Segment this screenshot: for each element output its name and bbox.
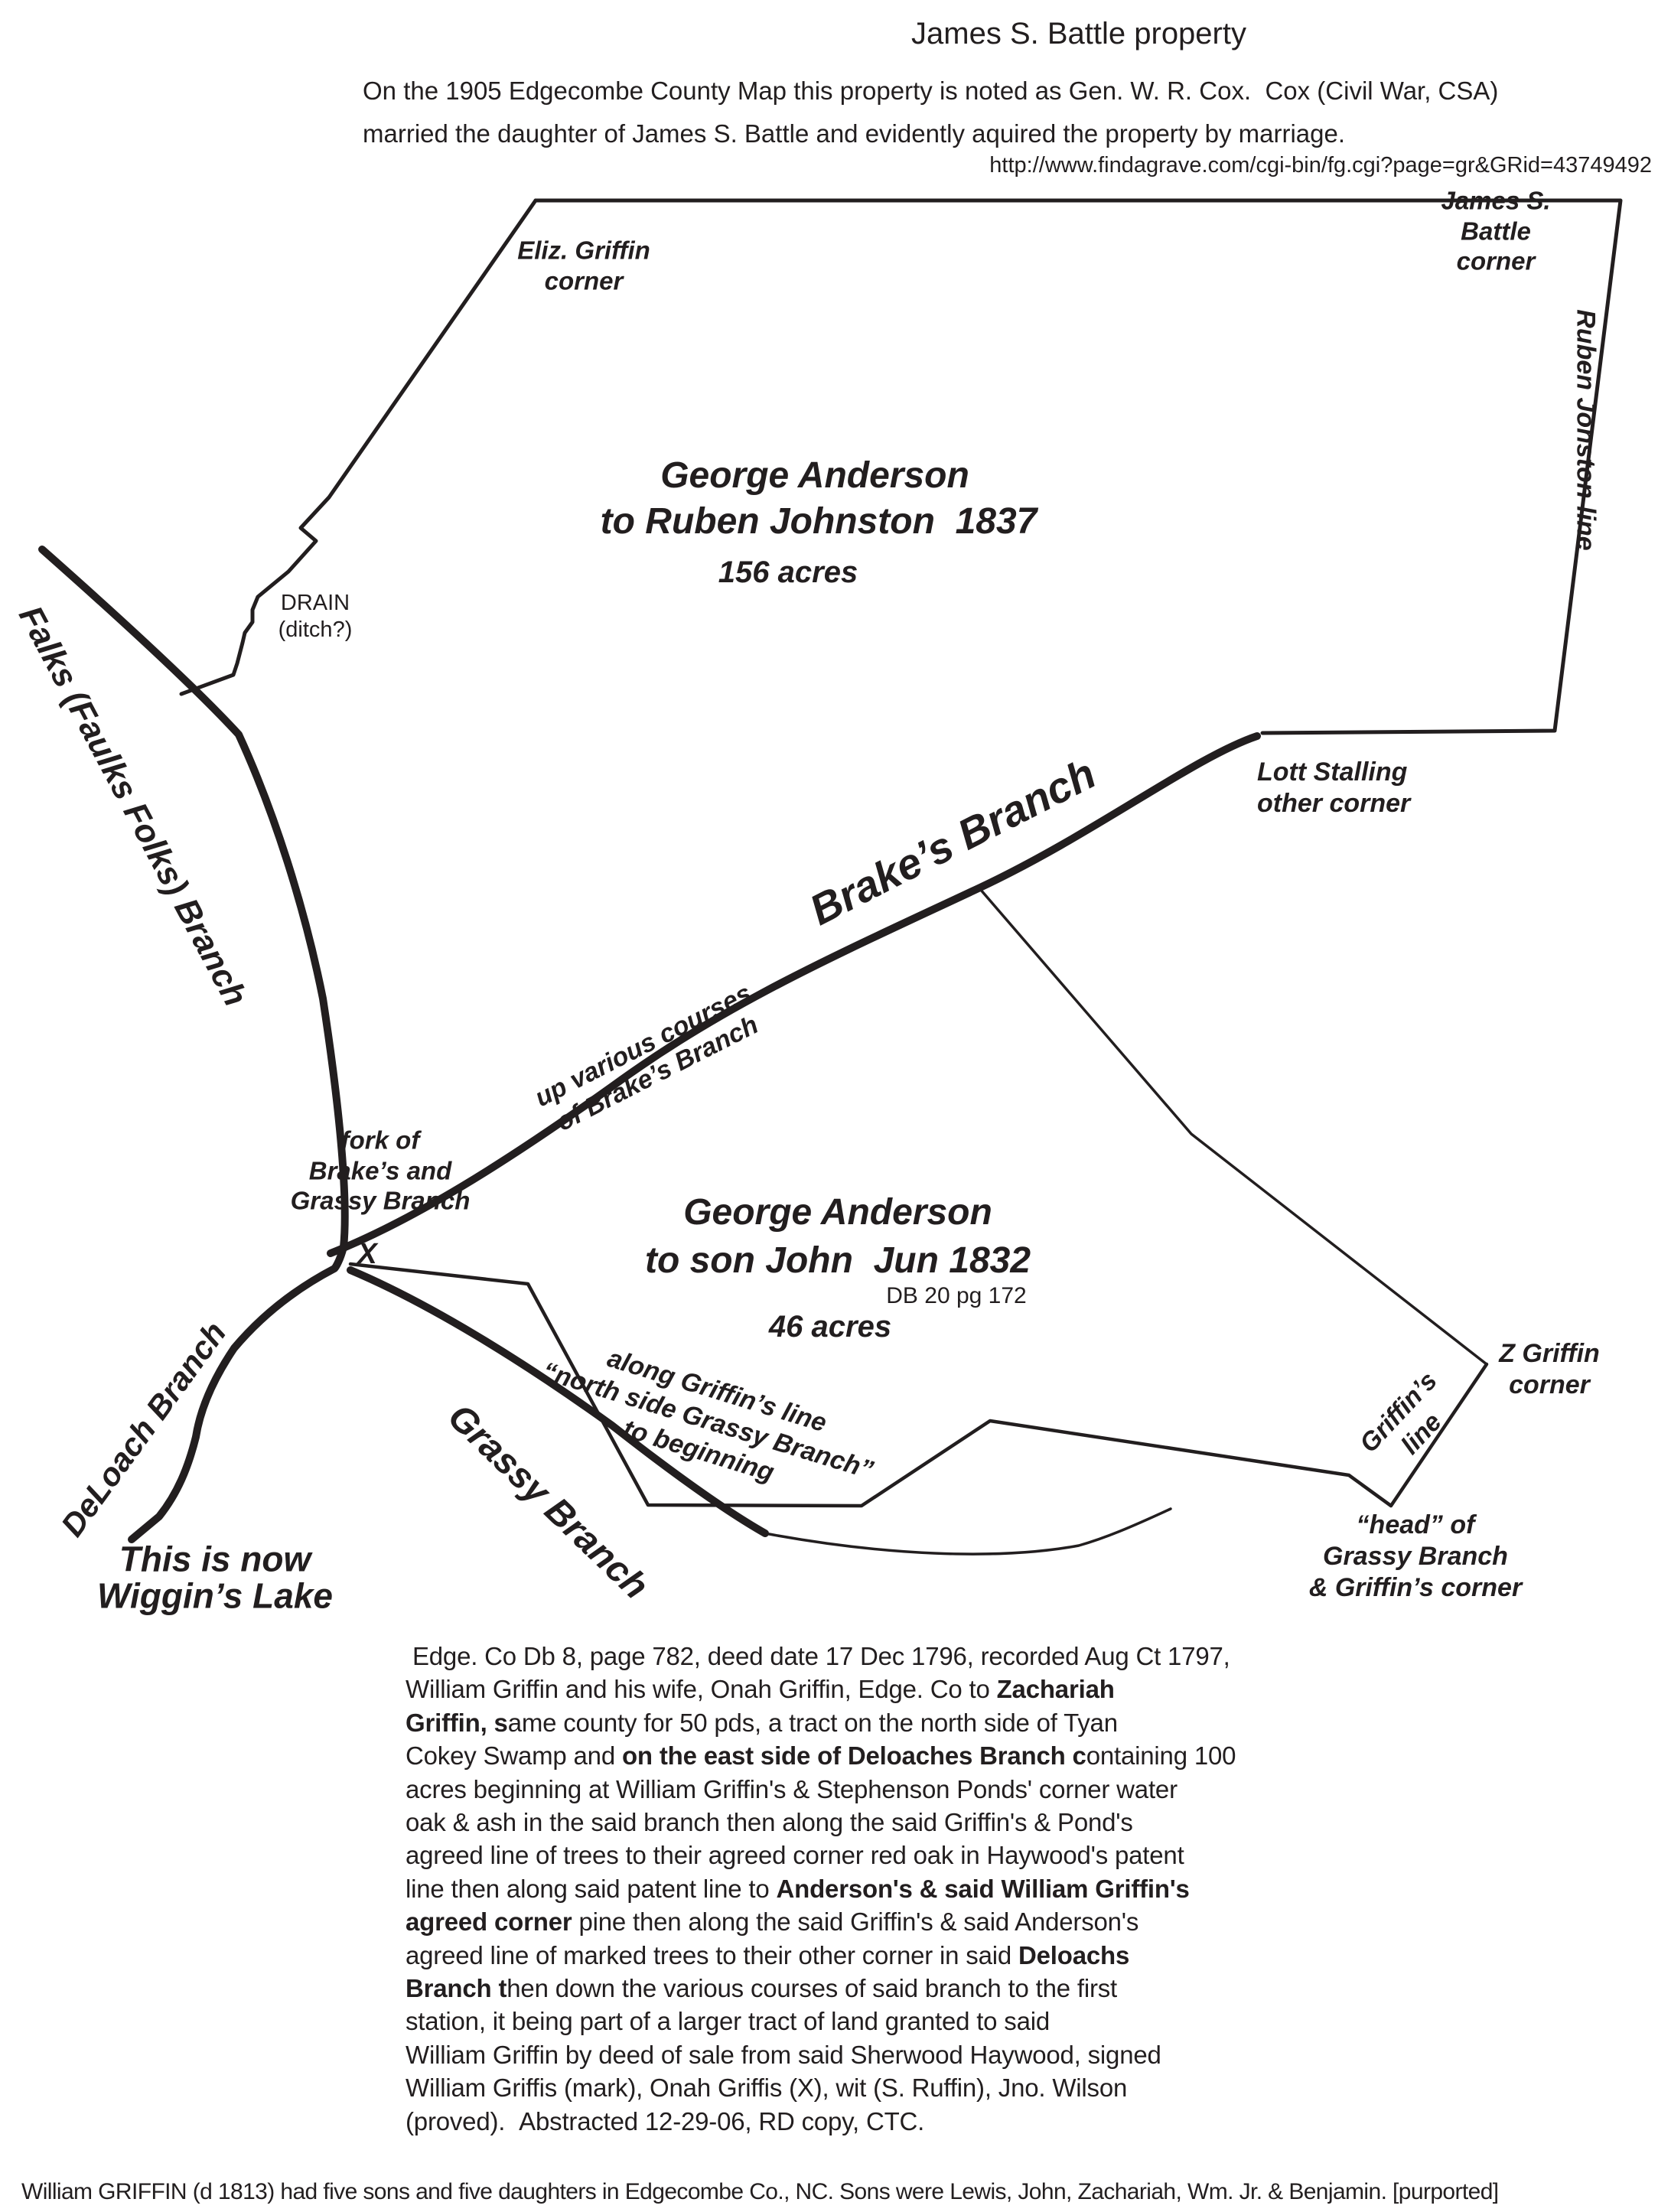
johnston-tract-line2: to Ruben Johnston 1837 — [600, 501, 1037, 542]
john-tract-deed-ref: DB 20 pg 172 — [886, 1283, 1027, 1308]
survey-line-46-acres — [348, 1262, 1489, 1508]
z-griffin-corner-line — [979, 888, 1488, 1366]
deed-line: William Griffin by deed of sale from sai… — [406, 2040, 1161, 2069]
grassy-head-corner-label: “head” of Grassy Branch & Griffin’s corn… — [1308, 1510, 1523, 1602]
source-url: http://www.findagrave.com/cgi-bin/fg.cgi… — [989, 153, 1652, 178]
deed-abstract: Edge. Co Db 8, page 782, deed date 17 De… — [406, 1640, 1385, 2138]
z-griffin-corner-label: Z Griffin corner — [1499, 1339, 1600, 1399]
fork-label: fork of Brake’s and Grassy Branch — [290, 1126, 471, 1215]
deed-line: station, it being part of a larger tract… — [406, 2007, 1051, 2036]
drain-ditch-label: DRAIN (ditch?) — [278, 591, 353, 642]
tract-border-line — [533, 198, 1623, 735]
deed-line: Edge. Co Db 8, page 782, deed date 17 De… — [406, 1642, 1230, 1670]
wiggins-lake-note: This is now Wiggin’s Lake — [96, 1539, 334, 1616]
james-battle-corner-label: James S. Battle corner — [1441, 186, 1551, 275]
deed-line: acres beginning at William Griffin's & S… — [406, 1774, 1178, 1803]
deed-line: Branch then down the various courses of … — [406, 1974, 1118, 2003]
deed-line: Cokey Swamp and on the east side of Delo… — [406, 1741, 1236, 1771]
johnston-tract-line1: George Anderson — [660, 455, 969, 497]
deed-line: line then along said patent line to Ande… — [406, 1874, 1190, 1903]
lott-stalling-corner-label: Lott Stalling other corner — [1257, 757, 1411, 818]
brakes-branch-path — [327, 732, 1261, 1257]
johnston-tract-acres: 156 acres — [718, 555, 858, 589]
deed-line: agreed line of marked trees to their oth… — [406, 1940, 1130, 1969]
deed-line: oak & ash in the said branch then along … — [406, 1808, 1133, 1837]
john-tract-line1: George Anderson — [683, 1192, 992, 1233]
footnote: William GRIFFIN (d 1813) had five sons a… — [21, 2179, 1499, 2204]
grassy-branch-thin-path — [764, 1507, 1172, 1556]
drain-ditch-line — [179, 198, 538, 696]
deed-line: William Griffin and his wife, Onah Griff… — [406, 1675, 1115, 1704]
john-tract-line2: to son John Jun 1832 — [644, 1240, 1031, 1282]
deed-line: agreed line of trees to their agreed cor… — [406, 1841, 1184, 1870]
fork-x-mark: X — [357, 1238, 377, 1271]
deed-line: (proved). Abstracted 12-29-06, RD copy, … — [406, 2106, 925, 2135]
deed-line: Griffin, same county for 50 pds, a tract… — [406, 1708, 1118, 1737]
deed-line: William Griffis (mark), Onah Griffis (X)… — [406, 2074, 1128, 2103]
intro-line-1: On the 1905 Edgecombe County Map this pr… — [363, 77, 1499, 105]
john-tract-acres: 46 acres — [768, 1310, 892, 1344]
falks-deloach-branch-path — [38, 546, 349, 1543]
deed-line: agreed corner pine then along the said G… — [406, 1907, 1139, 1937]
ruben-jonston-line-label: Ruben Jonston line — [1571, 309, 1601, 551]
intro-line-2: married the daughter of James S. Battle … — [363, 119, 1346, 148]
eliz-griffin-corner-label: Eliz. Griffin corner — [517, 236, 650, 295]
page-title: James S. Battle property — [911, 17, 1246, 50]
